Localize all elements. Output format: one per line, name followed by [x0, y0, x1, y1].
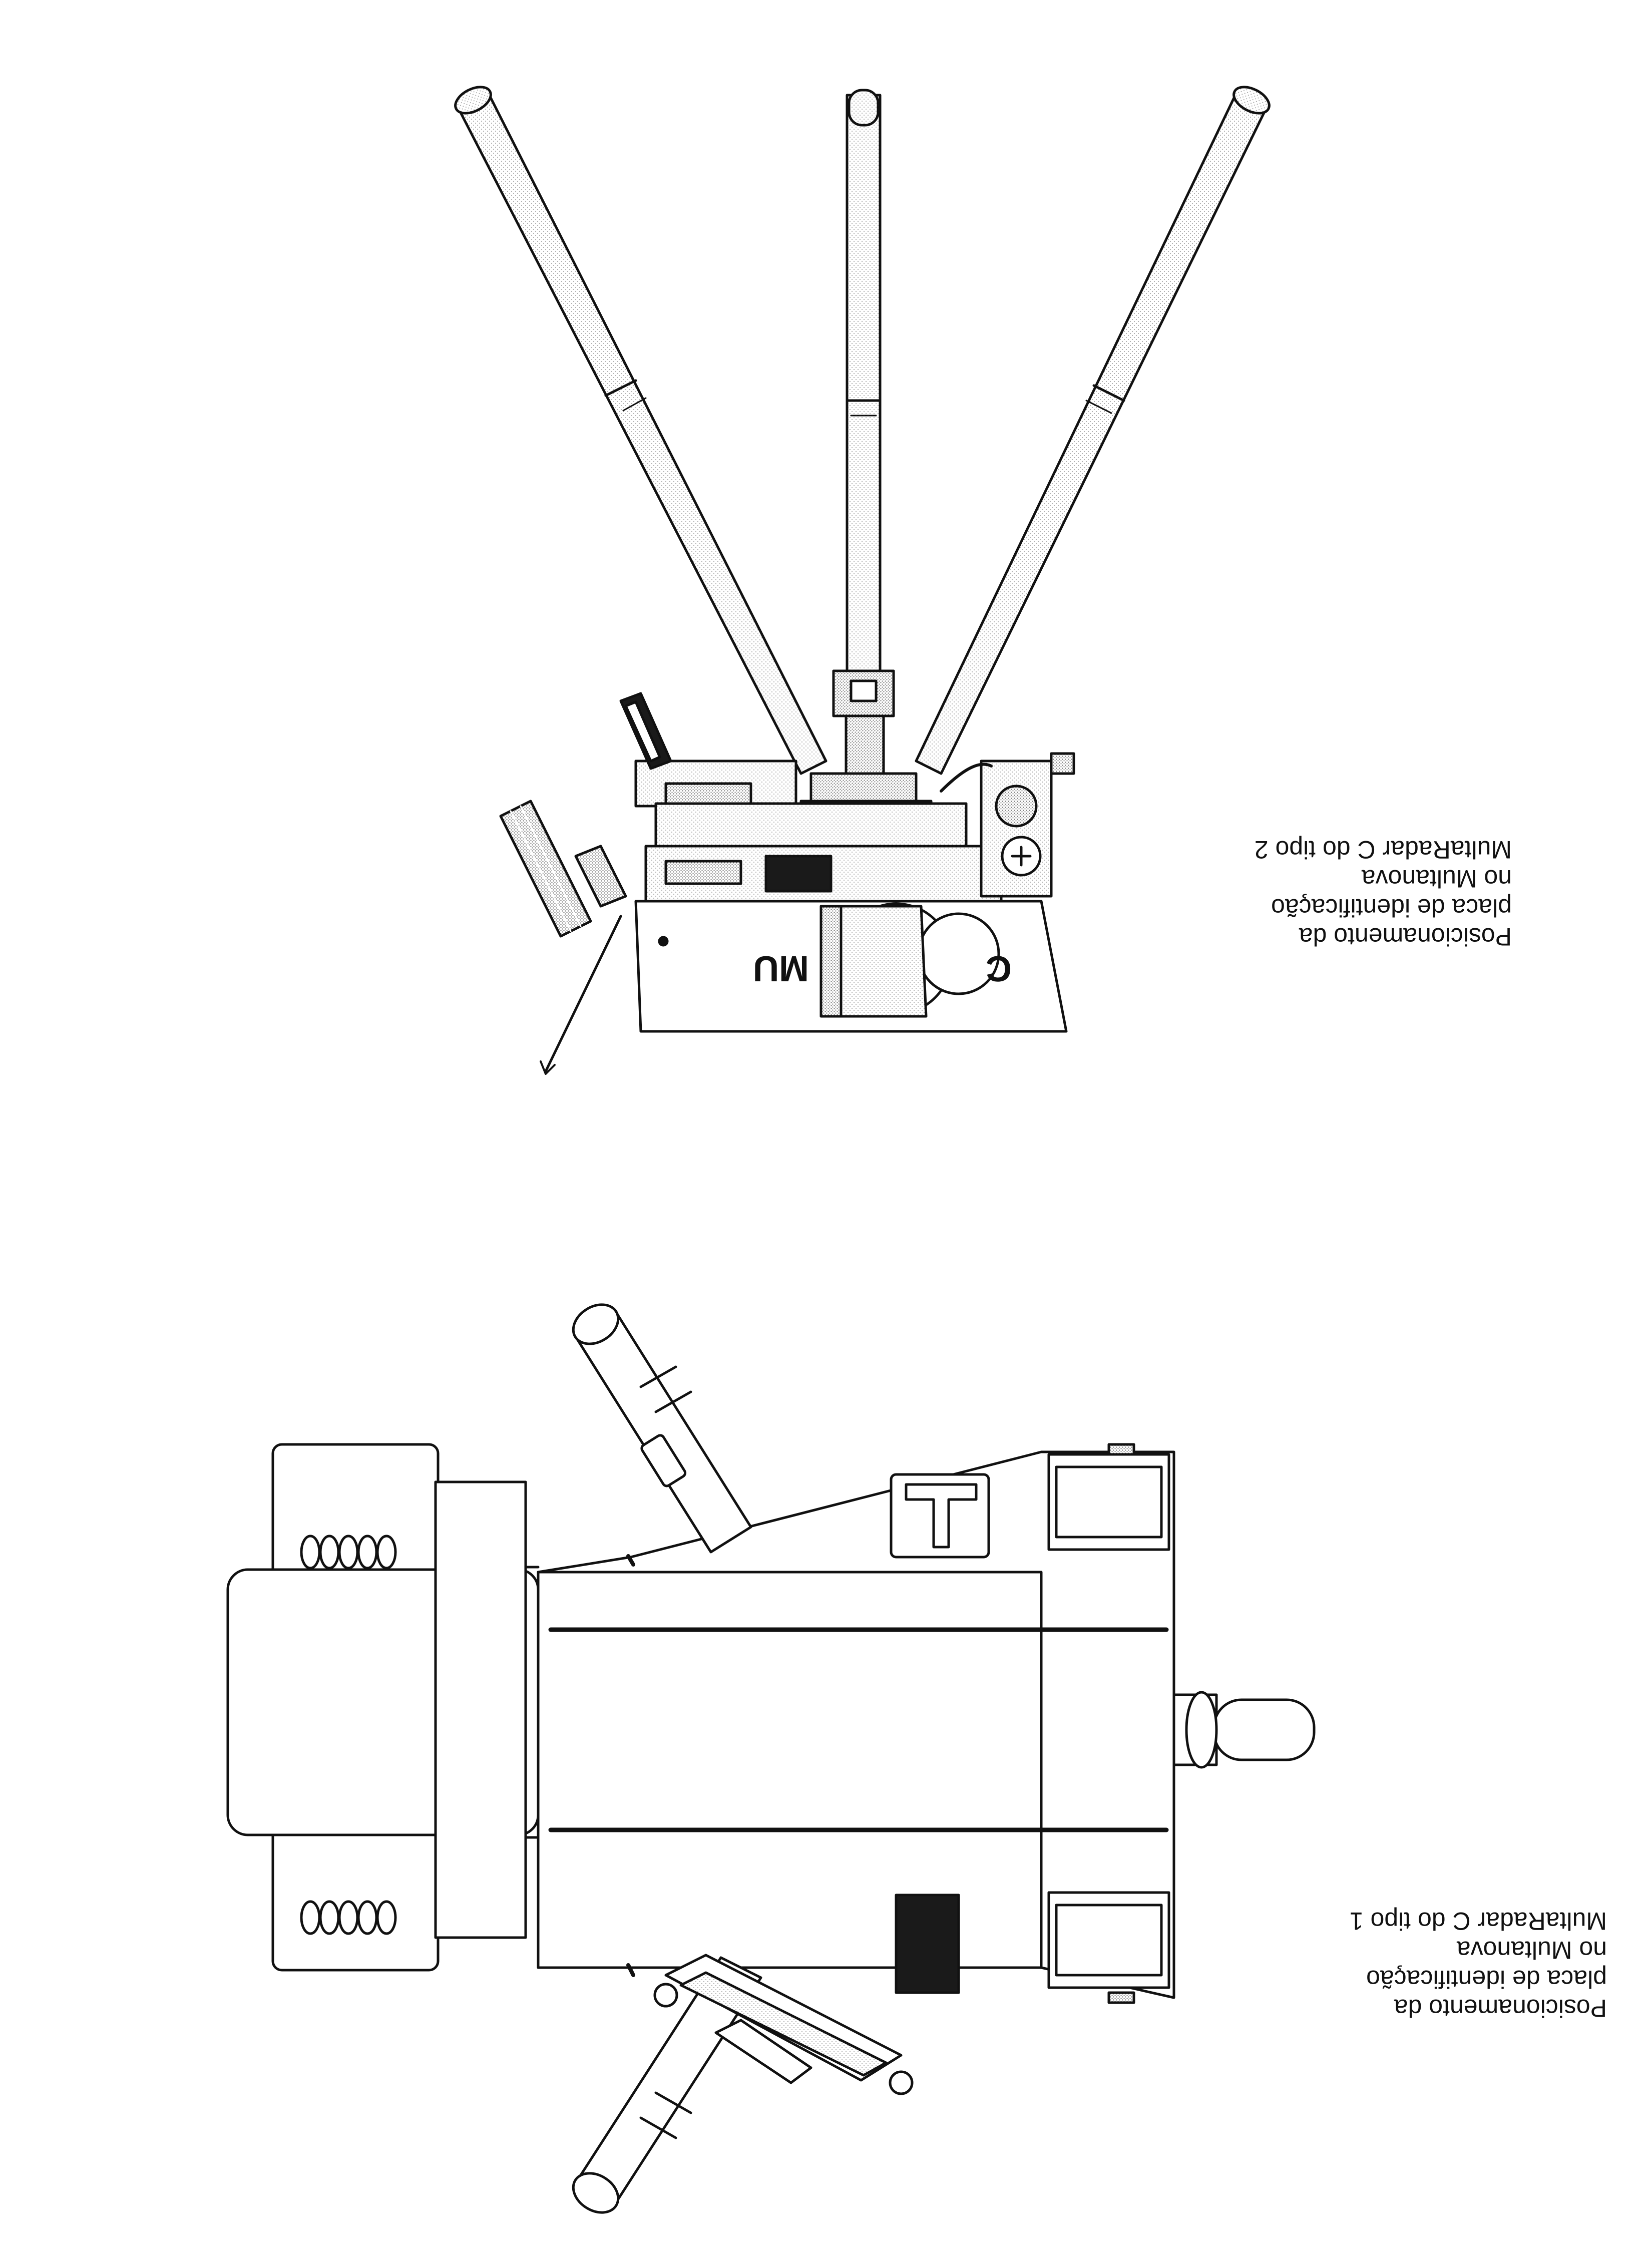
t-plate: [890, 1473, 990, 1559]
end-cap-top: [1047, 1443, 1170, 1551]
identification-plate-type2: [764, 855, 833, 893]
upper-handle: [572, 1303, 752, 1554]
caption-type1-line1: Posicionamento da: [1394, 1994, 1607, 2022]
radar-device-body: [634, 752, 1075, 903]
caption-type2-line3: no Multanova: [1361, 865, 1512, 893]
device-label-left: MU: [753, 948, 809, 988]
vent-holes-bottom: [300, 1900, 397, 1935]
caption-type2-line4: MultaRadar C do tipo 2: [1254, 836, 1512, 864]
front-hood: [226, 1443, 540, 1972]
identification-plate-type1: [895, 1894, 960, 1994]
device-label-group: MU C: [753, 948, 1012, 988]
lower-handle: [572, 1956, 762, 2214]
tripod-head: [799, 669, 933, 823]
device-label-right: C: [986, 948, 1012, 988]
caption-type1-line3: no Multanova: [1456, 1936, 1607, 1964]
flash-unit-top: [653, 1954, 914, 2095]
vent-holes-top: [300, 1535, 397, 1570]
end-cap-bottom: [1047, 1891, 1170, 2004]
tripod-right-leg: [915, 86, 1271, 775]
caption-type1-line4: MultaRadar C do tipo 1: [1349, 1907, 1607, 1935]
radar-base-cabinet: [634, 900, 1068, 1033]
multaradar-type1-drawing: [226, 1303, 1316, 2214]
caption-type2-line1: Posicionamento da: [1299, 923, 1512, 951]
top-lever: [619, 692, 672, 770]
caption-type2-line2: placa de identificação: [1271, 894, 1512, 922]
folded-flash-unit: [499, 800, 627, 1075]
multaradar-type2-drawing: [454, 86, 1271, 1075]
rear-handle: [1172, 1691, 1316, 1769]
caption-type2: Posicionamento da placa de identificação…: [1191, 821, 1512, 951]
tripod-center-leg: [846, 89, 882, 672]
caption-type1-line2: placa de identificação: [1366, 1965, 1607, 1993]
caption-type1: Posicionamento da placa de identificação…: [1287, 1893, 1607, 2023]
tripod-left-leg: [454, 86, 828, 775]
